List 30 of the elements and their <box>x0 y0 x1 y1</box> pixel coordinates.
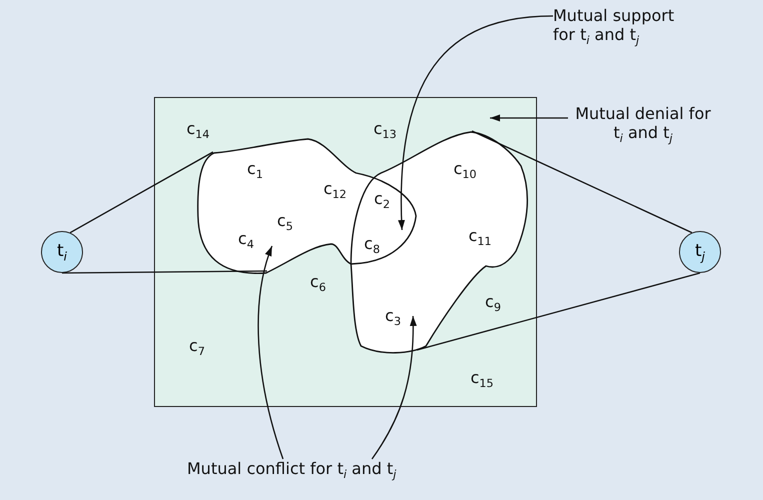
tangent-line <box>472 130 692 234</box>
tangent-line <box>416 272 700 351</box>
callout-text: Mutual conflict for t$_{i}$ and t$_{j}$ <box>187 459 547 482</box>
callout-text: Mutual support for t$_{i}$ and t$_{j}$ <box>553 6 693 48</box>
region-label: c$_{1}$ <box>247 158 263 182</box>
region-label: c$_{4}$ <box>238 228 254 252</box>
region-outline <box>197 138 417 274</box>
region-label: c$_{8}$ <box>364 234 380 256</box>
region-label: c$_{6}$ <box>310 272 326 294</box>
region-label: c$_{5}$ <box>277 210 293 234</box>
region-label: c$_{11}$ <box>468 226 492 248</box>
region-label: c$_{15}$ <box>470 368 494 390</box>
region-label: c$_{3}$ <box>385 306 401 328</box>
term-circle: t$_{i}$ <box>41 231 83 273</box>
leader-arrow <box>490 114 568 122</box>
region-label: c$_{7}$ <box>189 336 205 358</box>
region-label: c$_{12}$ <box>323 178 347 202</box>
tangent-line <box>70 151 214 234</box>
leader-arrow <box>258 246 284 460</box>
term-circle: t$_{j}$ <box>679 231 721 273</box>
tangent-line <box>62 270 267 274</box>
leader-arrow <box>371 316 417 460</box>
region-label: c$_{14}$ <box>186 118 210 142</box>
region-label: c$_{10}$ <box>453 158 477 182</box>
region-label: c$_{2}$ <box>374 188 390 212</box>
region-label: c$_{9}$ <box>485 292 501 314</box>
universe-rectangle <box>154 97 537 407</box>
leader-arrow <box>398 15 554 230</box>
callout-text: Mutual denial for t$_{i}$ and t$_{j}$ <box>568 104 718 146</box>
region-label: c$_{13}$ <box>373 118 397 142</box>
